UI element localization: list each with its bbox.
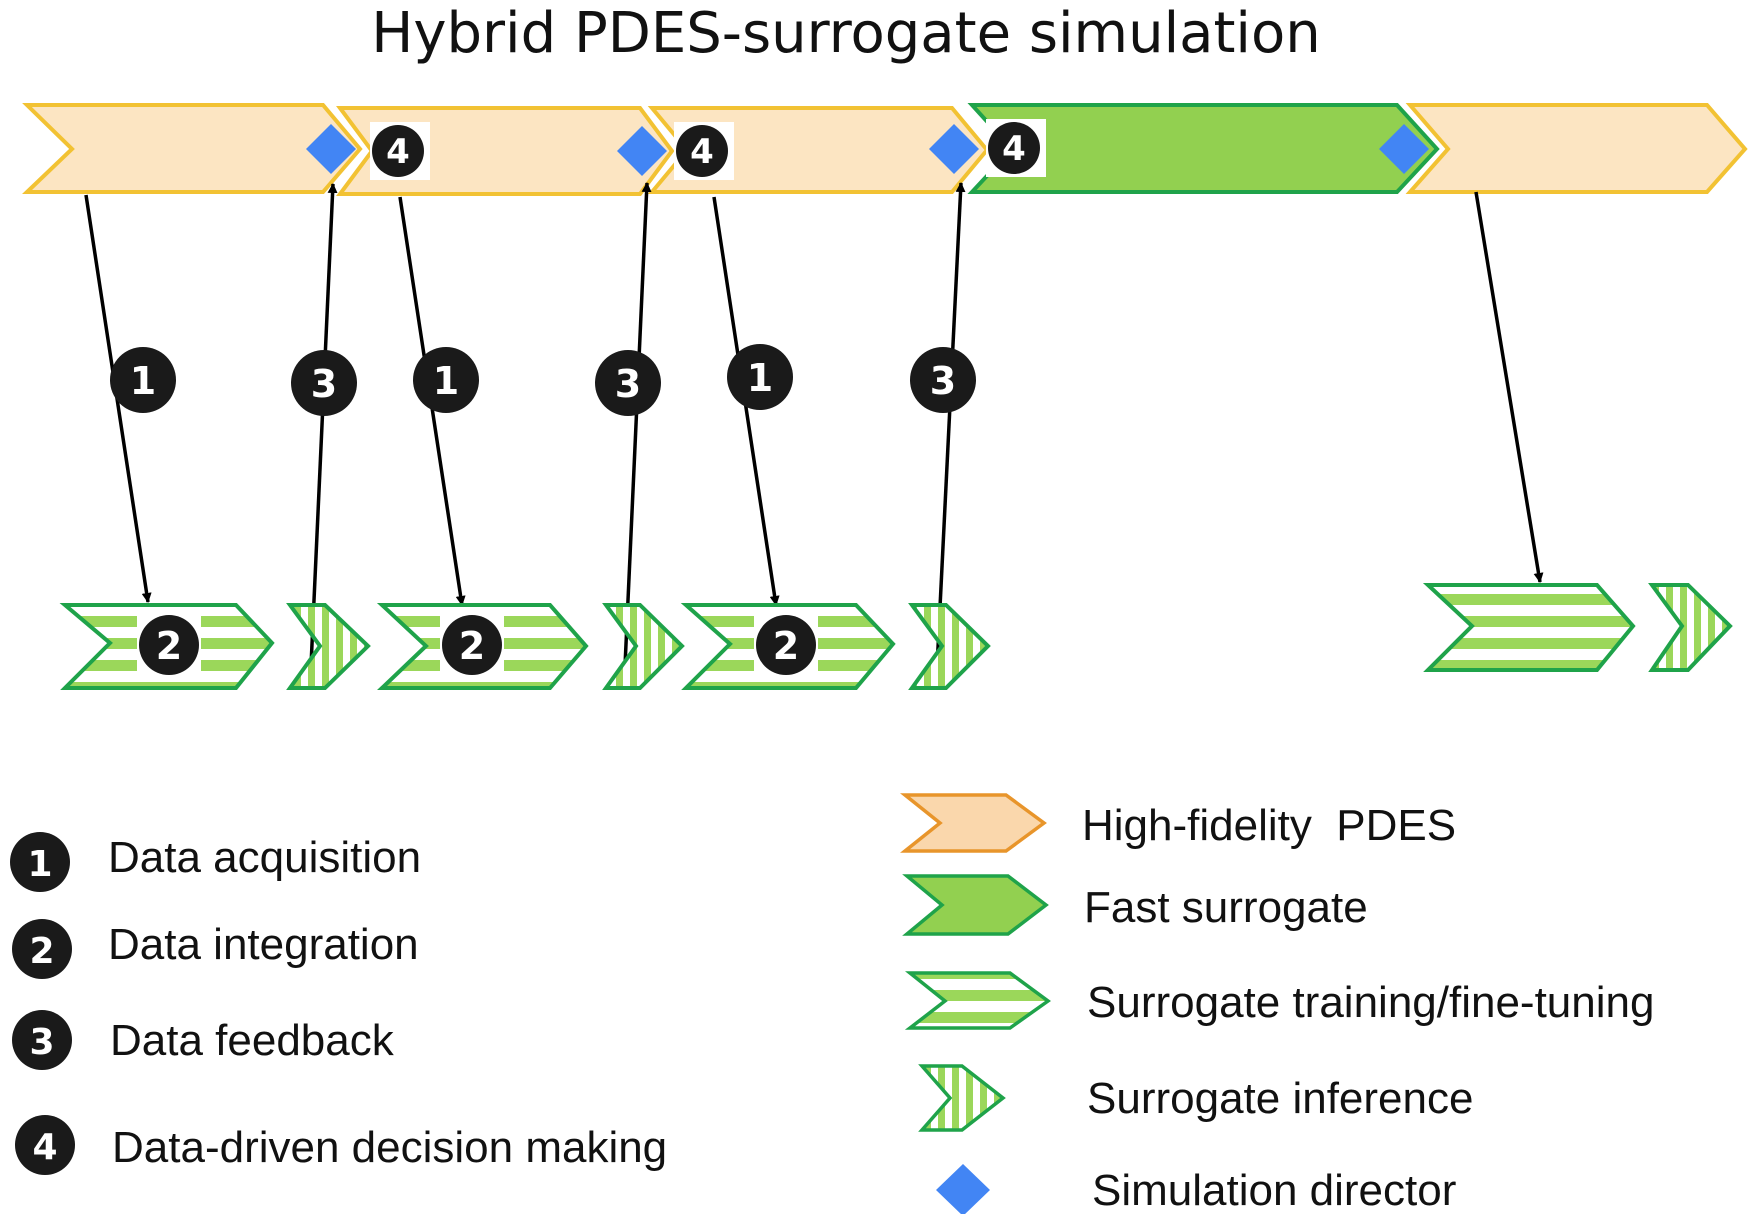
arrow-down xyxy=(1474,191,1544,583)
pdes-chevron-icon xyxy=(900,793,1047,853)
director-diamond-icon xyxy=(1379,124,1429,174)
shapes-legend: High-fidelity PDES Fast surrogate Surrog… xyxy=(900,793,1654,1214)
legend-inference: Surrogate inference xyxy=(918,1064,1473,1132)
svg-text:2: 2 xyxy=(773,624,799,668)
svg-text:3: 3 xyxy=(311,362,337,406)
svg-text:1: 1 xyxy=(130,359,156,403)
inference-chevron xyxy=(602,603,685,690)
inference-chevron-icon xyxy=(918,1064,1006,1132)
timeline-top: 4 4 4 xyxy=(22,103,1748,196)
svg-text:4: 4 xyxy=(32,1127,57,1168)
step-badge-4: 4 xyxy=(370,122,430,180)
svg-text:Data-driven decision making: Data-driven decision making xyxy=(112,1123,667,1172)
diagram-title: Hybrid PDES-surrogate simulation xyxy=(371,1,1321,66)
svg-text:Surrogate training/fine-tuning: Surrogate training/fine-tuning xyxy=(1087,978,1654,1027)
legend-training: Surrogate training/fine-tuning xyxy=(904,971,1654,1030)
training-chevron xyxy=(1422,583,1636,672)
svg-text:Data acquisition: Data acquisition xyxy=(108,833,421,882)
svg-text:Data feedback: Data feedback xyxy=(110,1016,395,1065)
step-badge-4: 4 xyxy=(674,122,734,180)
timeline-bottom: 2 2 2 xyxy=(59,583,1733,690)
svg-text:1: 1 xyxy=(27,844,52,885)
legend-surrogate: Fast surrogate xyxy=(902,874,1368,936)
svg-text:3: 3 xyxy=(29,1022,54,1063)
legend-step-4: 4 Data-driven decision making xyxy=(15,1115,667,1175)
svg-text:Surrogate inference: Surrogate inference xyxy=(1087,1074,1473,1123)
step-badge-2: 2 xyxy=(440,612,504,678)
svg-text:1: 1 xyxy=(747,356,773,400)
director-diamond-icon xyxy=(929,124,979,174)
inference-chevron xyxy=(908,603,991,690)
arrow-badges: 1 3 1 3 1 3 xyxy=(110,344,976,416)
svg-text:1: 1 xyxy=(433,359,459,403)
training-chevron-icon xyxy=(904,971,1051,1030)
director-diamond-icon xyxy=(617,126,667,176)
pdes-chevron xyxy=(1405,103,1748,194)
svg-text:Simulation director: Simulation director xyxy=(1092,1166,1456,1214)
step-badge-3: 3 xyxy=(595,350,661,416)
svg-text:4: 4 xyxy=(1002,129,1026,169)
legend-step-2: 2 Data integration xyxy=(12,919,419,979)
legend-director: Simulation director xyxy=(936,1164,1456,1214)
svg-text:3: 3 xyxy=(930,359,956,403)
step-badge-3: 3 xyxy=(291,350,357,416)
step-badge-1: 1 xyxy=(727,344,793,410)
svg-text:2: 2 xyxy=(29,931,54,972)
inference-chevron xyxy=(286,603,371,690)
step-badge-1: 1 xyxy=(413,347,479,413)
steps-legend: 1 Data acquisition 2 Data integration 3 … xyxy=(10,832,667,1175)
director-diamond-icon xyxy=(936,1164,990,1214)
legend-step-3: 3 Data feedback xyxy=(12,1010,395,1070)
step-badge-3: 3 xyxy=(910,347,976,413)
step-badge-1: 1 xyxy=(110,347,176,413)
svg-text:2: 2 xyxy=(459,624,485,668)
svg-text:4: 4 xyxy=(690,132,714,172)
inference-chevron xyxy=(1648,583,1733,672)
surrogate-chevron-icon xyxy=(902,874,1049,936)
svg-text:Fast surrogate: Fast surrogate xyxy=(1084,883,1368,932)
svg-text:2: 2 xyxy=(156,624,182,668)
svg-text:Data integration: Data integration xyxy=(108,920,419,969)
legend-step-1: 1 Data acquisition xyxy=(10,832,421,892)
svg-text:High-fidelity PDES: High-fidelity PDES xyxy=(1082,801,1456,850)
director-diamond-icon xyxy=(306,124,356,174)
legend-pdes: High-fidelity PDES xyxy=(900,793,1456,853)
step-badge-2: 2 xyxy=(754,612,818,678)
svg-text:4: 4 xyxy=(386,132,410,172)
step-badge-4: 4 xyxy=(986,119,1046,177)
pdes-chevron xyxy=(22,103,363,194)
step-badge-2: 2 xyxy=(137,612,201,678)
svg-text:3: 3 xyxy=(615,362,641,406)
